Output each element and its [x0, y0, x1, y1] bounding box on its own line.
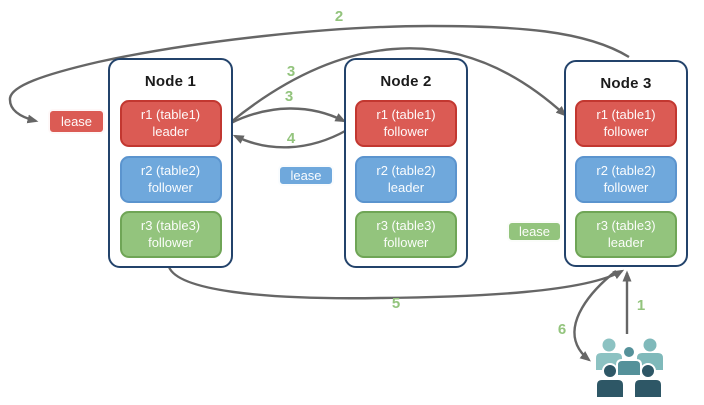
replica-role: leader: [607, 234, 645, 250]
replica-name: r3 (table3): [376, 217, 436, 233]
node-2-replica-r1: r1 (table1) follower: [355, 100, 457, 147]
replica-role: leader: [387, 179, 425, 195]
user-bottom-left-icon: [595, 363, 625, 399]
arrow-step2-node3-to-lease1: [8, 24, 630, 124]
arrow-step3-node1-to-node2: [230, 107, 347, 125]
lease-badge-blue: lease: [278, 165, 334, 186]
node-3-replica-r3: r3 (table3) leader: [575, 211, 677, 258]
node-2-replica-r3: r3 (table3) follower: [355, 211, 457, 258]
replica-role: leader: [152, 123, 189, 139]
replica-name: r3 (table3): [140, 217, 201, 233]
arrow-step5-node1-to-node3: [167, 266, 625, 300]
users-group-icon: [595, 338, 663, 399]
replica-role: follower: [603, 123, 649, 139]
replica-name: r1 (table1): [376, 106, 436, 122]
step-label-1: 1: [636, 297, 646, 314]
user-bottom-right-icon: [633, 363, 663, 399]
arrow-step6-node3-to-users: [573, 270, 617, 362]
lease-badge-green: lease: [507, 221, 562, 242]
user-top-left-icon: [596, 338, 622, 370]
replica-role: follower: [383, 123, 429, 139]
replica-name: r1 (table1): [140, 106, 201, 122]
replica-role: follower: [603, 179, 649, 195]
replica-name: r2 (table2): [596, 162, 656, 178]
replica-role: follower: [148, 179, 193, 195]
replica-name: r2 (table2): [376, 162, 436, 178]
node-3-replica-r2: r2 (table2) follower: [575, 156, 677, 203]
replica-role: follower: [148, 234, 193, 250]
step-label-6: 6: [557, 321, 567, 338]
node-1-card: Node 1 r1 (table1) leader r2 (table2) fo…: [108, 58, 233, 268]
node-1-replica-r3: r3 (table3) follower: [119, 211, 222, 258]
node-3-replica-r1: r1 (table1) follower: [575, 100, 677, 147]
replica-name: r1 (table1): [596, 106, 656, 122]
node-1-replica-r2: r2 (table2) follower: [119, 156, 222, 203]
step-label-5: 5: [391, 295, 401, 312]
user-top-right-icon: [637, 338, 663, 370]
node-2-card: Node 2 r1 (table1) follower r2 (table2) …: [344, 58, 468, 268]
replica-name: r2 (table2): [140, 162, 201, 178]
node-2-title: Node 2: [380, 73, 432, 90]
replica-role: follower: [383, 234, 429, 250]
node-1-replica-r1: r1 (table1) leader: [119, 100, 222, 147]
node-1-title: Node 1: [144, 73, 197, 90]
replica-name: r3 (table3): [596, 217, 656, 233]
step-label-4: 4: [286, 130, 296, 147]
step-label-2: 2: [334, 8, 344, 25]
step-label-3a: 3: [286, 63, 296, 80]
lease-badge-red: lease: [48, 109, 105, 134]
node-3-card: Node 3 r1 (table1) follower r2 (table2) …: [564, 60, 688, 267]
node-3-title: Node 3: [600, 75, 652, 92]
step-label-3b: 3: [284, 88, 294, 105]
user-middle-icon: [616, 345, 642, 377]
node-2-replica-r2: r2 (table2) leader: [355, 156, 457, 203]
